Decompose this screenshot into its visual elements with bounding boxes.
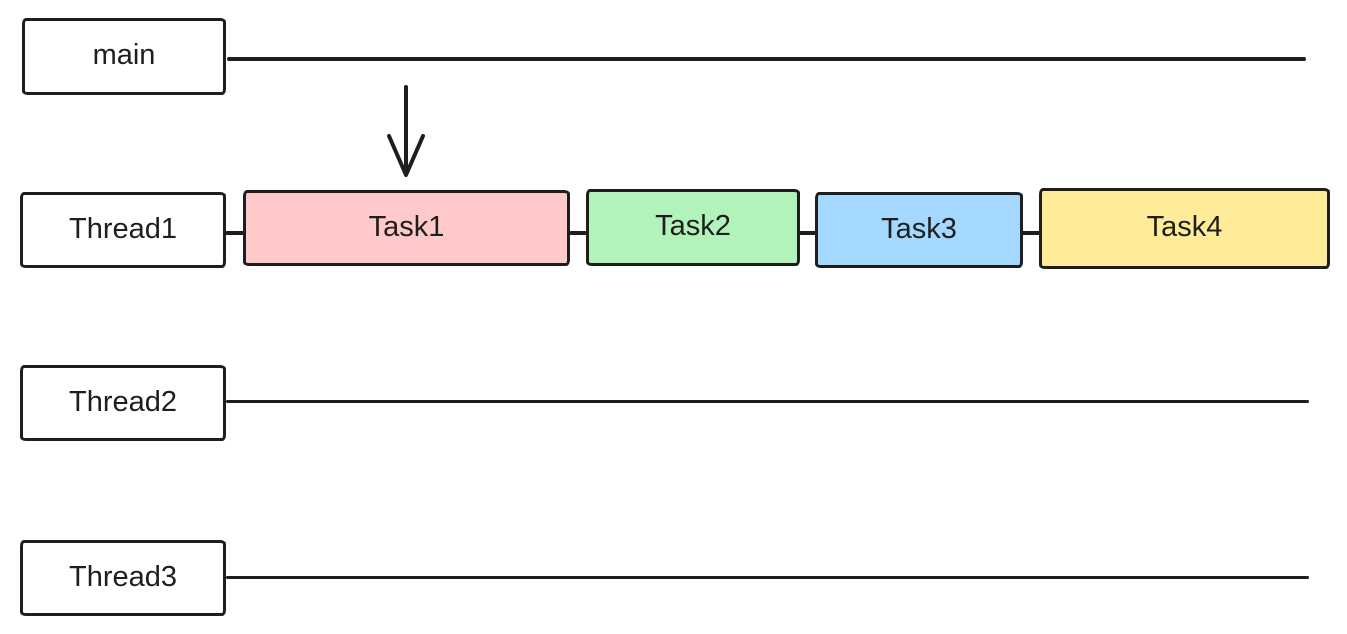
arrow-down-icon [387,85,425,177]
thread2-label: Thread2 [68,385,177,418]
connector-task3-task4 [1021,231,1041,235]
task3-label: Task3 [881,212,957,245]
connector-task1-task2 [568,231,588,235]
task2-box: Task2 [586,189,800,266]
thread1-label: Thread1 [68,212,177,245]
thread2-timeline [226,400,1309,403]
thread1-box: Thread1 [20,192,226,268]
task4-label: Task4 [1146,211,1223,243]
connector-task2-task3 [798,231,817,235]
task1-label: Task1 [368,210,445,243]
thread3-timeline [226,576,1309,579]
task1-box: Task1 [243,190,570,266]
task4-box: Task4 [1039,188,1330,269]
thread3-label: Thread3 [68,560,177,593]
task3-box: Task3 [815,192,1023,268]
main-timeline [227,57,1306,61]
connector-thread1-task1 [225,231,245,235]
thread3-box: Thread3 [20,540,226,616]
task2-label: Task2 [655,210,731,242]
main-box: main [22,18,226,95]
main-label: main [92,39,156,71]
thread2-box: Thread2 [20,365,226,441]
